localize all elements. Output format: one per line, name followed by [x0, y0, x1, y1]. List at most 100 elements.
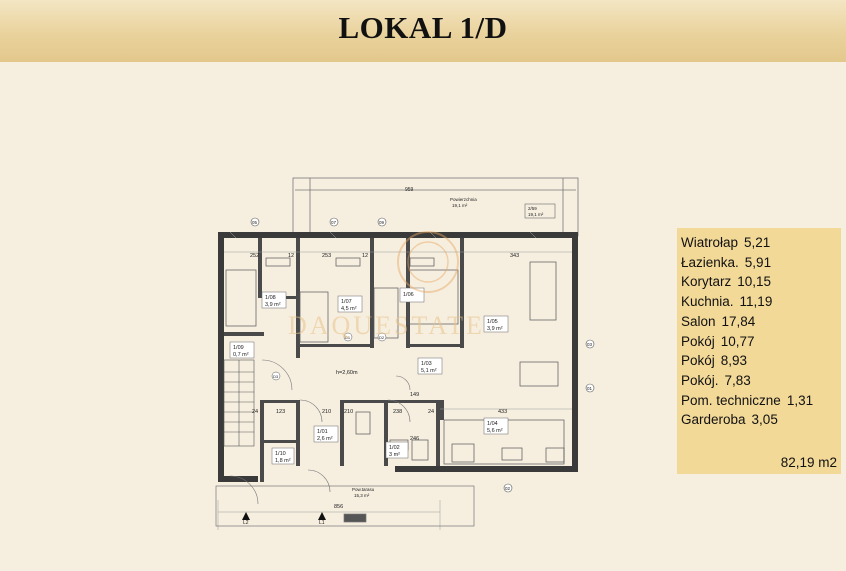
total-area: 82,19 m2: [780, 455, 837, 470]
floor-plan: 959 Powierzchnia 19,1 m² 2/59 19,1 m²: [0, 62, 846, 566]
dim-12b: 12: [362, 253, 368, 259]
room-row: Salon 17,84: [681, 312, 841, 332]
room-105-id: 1/05: [487, 319, 498, 325]
room-name: Garderoba: [681, 412, 746, 428]
room-row: Łazienka. 5,91: [681, 253, 841, 273]
entrance-arrow-left: [242, 512, 250, 520]
dimension-lines: [217, 251, 572, 530]
room-row: Korytarz 10,15: [681, 272, 841, 292]
door-d2: D2: [379, 335, 385, 340]
axis-03: 03: [587, 342, 593, 347]
room-name: Korytarz: [681, 274, 732, 290]
entrance-arrow-right: [318, 512, 326, 520]
stairs: [223, 359, 255, 447]
room-109-area: 0,7 m²: [233, 352, 249, 358]
dim-24b: 24: [428, 409, 434, 415]
room-area: 5,21: [744, 235, 771, 250]
bottom-terrace: [215, 485, 475, 527]
ceiling-height: h=2,60m: [336, 370, 358, 376]
room-area: 10,15: [737, 274, 772, 290]
room-area: 8,93: [720, 353, 748, 369]
room-105-area: 3,9 m²: [487, 326, 503, 332]
room-area: 10,77: [720, 333, 755, 349]
room-110-area: 1,8 m²: [275, 458, 291, 464]
room-area: 11,19: [739, 294, 773, 310]
room-area: 5,91: [744, 254, 772, 270]
wall-hatch: [229, 231, 537, 239]
terrace-top-label: Powierzchnia: [450, 197, 477, 202]
dim-253: 253: [322, 253, 331, 259]
room-102-id: 1/02: [389, 445, 400, 451]
room-area-list: Wiatrołap 5,21 Łazienka. 5,91 Korytarz 10,1…: [677, 228, 841, 474]
furniture: [225, 257, 565, 465]
room-name: Łazienka.: [681, 254, 739, 270]
axis-L2: L2: [243, 520, 249, 526]
room-row: Pom. techniczne 1,31: [681, 391, 841, 411]
outer-walls: [218, 232, 578, 482]
dim-238: 238: [393, 409, 402, 415]
room-109-id: 1/09: [233, 345, 244, 351]
room-107-area: 4,5 m²: [341, 306, 357, 312]
terrace-top-id-area: 19,1 m²: [528, 212, 544, 217]
room-area: 17,84: [721, 313, 756, 329]
axis-01: 01: [587, 386, 593, 391]
room-name: Pokój: [681, 333, 715, 349]
room-104-id: 1/04: [487, 421, 498, 427]
room-101-area: 2,6 m²: [317, 436, 333, 442]
room-110-id: 1/10: [275, 451, 286, 457]
door-d1: D1: [345, 335, 351, 340]
room-103-id: 1/03: [421, 361, 432, 367]
room-area: 1,31: [786, 392, 814, 408]
room-name: Pom. techniczne: [681, 392, 781, 408]
dim-856: 856: [334, 504, 343, 510]
title-bar: LOKAL 1/D: [0, 0, 846, 62]
room-108-area: 3,9 m²: [265, 302, 281, 308]
terrace-bottom-area: 15,3 m²: [354, 493, 370, 498]
dim-343: 343: [510, 253, 519, 259]
dim-210a: 210: [322, 409, 331, 415]
axis-09: 09: [379, 220, 385, 225]
dim-12a: 12: [288, 253, 294, 259]
terrace-top-id: 2/59: [528, 206, 537, 211]
room-area: 7,83: [724, 372, 751, 388]
room-labels: 1/08 3,9 m² 1/07 4,5 m² 1/06 1/05 3,9 m²…: [229, 287, 509, 465]
dim-433: 433: [498, 409, 507, 415]
room-106-id: 1/06: [403, 292, 414, 298]
room-name: Salon: [681, 313, 716, 329]
room-area: 3,05: [751, 412, 778, 428]
dim-246: 246: [410, 436, 419, 442]
room-name: Pokój: [681, 353, 715, 369]
door-swings: [229, 359, 411, 505]
dim-123: 123: [276, 409, 285, 415]
room-row: Wiatrołap 5,21: [681, 233, 841, 253]
watermark-text: DAQUESTATE: [288, 311, 485, 340]
door-d3: D3: [273, 374, 279, 379]
watermark-logo: [397, 231, 459, 293]
dim-149: 149: [410, 392, 419, 398]
dim-24a: 24: [252, 409, 258, 415]
dim-252: 252: [250, 253, 259, 259]
room-103-area: 5,1 m²: [421, 368, 437, 374]
room-row: Kuchnia.11,19: [681, 292, 841, 312]
floor-plan-drawing: 959 Powierzchnia 19,1 m² 2/59 19,1 m²: [215, 177, 595, 530]
door-markers: [271, 332, 387, 381]
dim-210b: 210: [344, 409, 353, 415]
terrace-top-area: 19,1 m²: [452, 203, 468, 208]
terrace-top-dim: 959: [405, 187, 414, 193]
room-108-id: 1/08: [265, 295, 276, 301]
room-row: Pokój 10,77: [681, 332, 841, 352]
room-row: Pokój 8,93: [681, 351, 841, 371]
room-name: Wiatrołap: [681, 235, 739, 250]
axis-02: 02: [505, 486, 511, 491]
room-102-area: 3 m²: [389, 452, 400, 458]
room-104-area: 5,6 m²: [487, 428, 503, 434]
axis-L1: L1: [319, 520, 325, 526]
room-row: Pokój. 7,83: [681, 371, 841, 391]
room-row: Garderoba 3,05: [681, 410, 841, 430]
page-title: LOKAL 1/D: [338, 10, 508, 45]
room-name: Pokój.: [681, 372, 719, 388]
axis-markers: [250, 217, 595, 493]
room-107-id: 1/07: [341, 299, 352, 305]
terrace-bottom-label: Pow.tarasu: [352, 487, 375, 492]
axis-05: 05: [252, 220, 258, 225]
